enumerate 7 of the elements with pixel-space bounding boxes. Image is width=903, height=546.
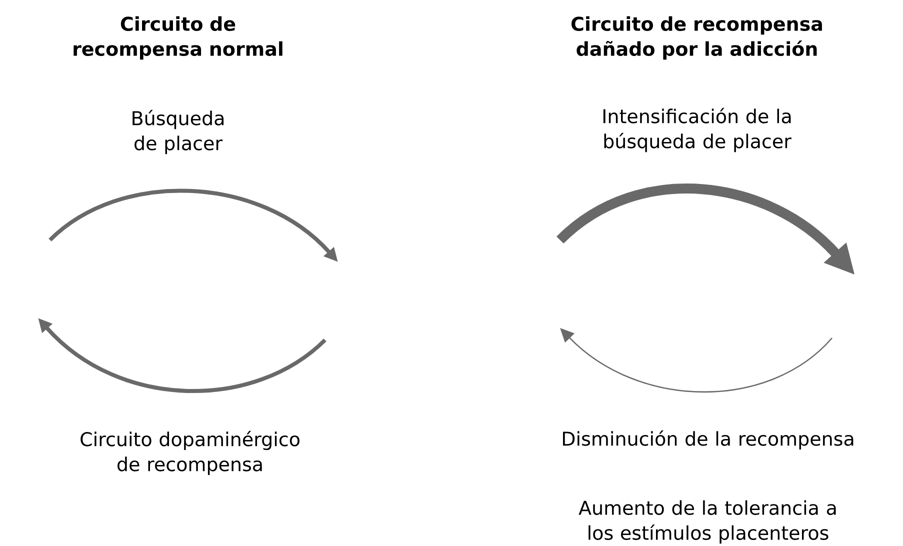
- text-label: Intensificación de la búsqueda de placer: [603, 108, 792, 152]
- text-label: Circuito dopaminérgico de recompensa: [80, 430, 300, 476]
- text-label: Aumento de la tolerancia a los estímulos placenteros: [578, 500, 836, 544]
- text-label: Búsqueda de placer: [132, 110, 224, 154]
- heading: Circuito de recompensa dañado por la adicción: [571, 16, 822, 60]
- text-label: Disminución de la recompensa: [563, 430, 854, 450]
- heading: Circuito de recompensa normal: [74, 16, 282, 60]
